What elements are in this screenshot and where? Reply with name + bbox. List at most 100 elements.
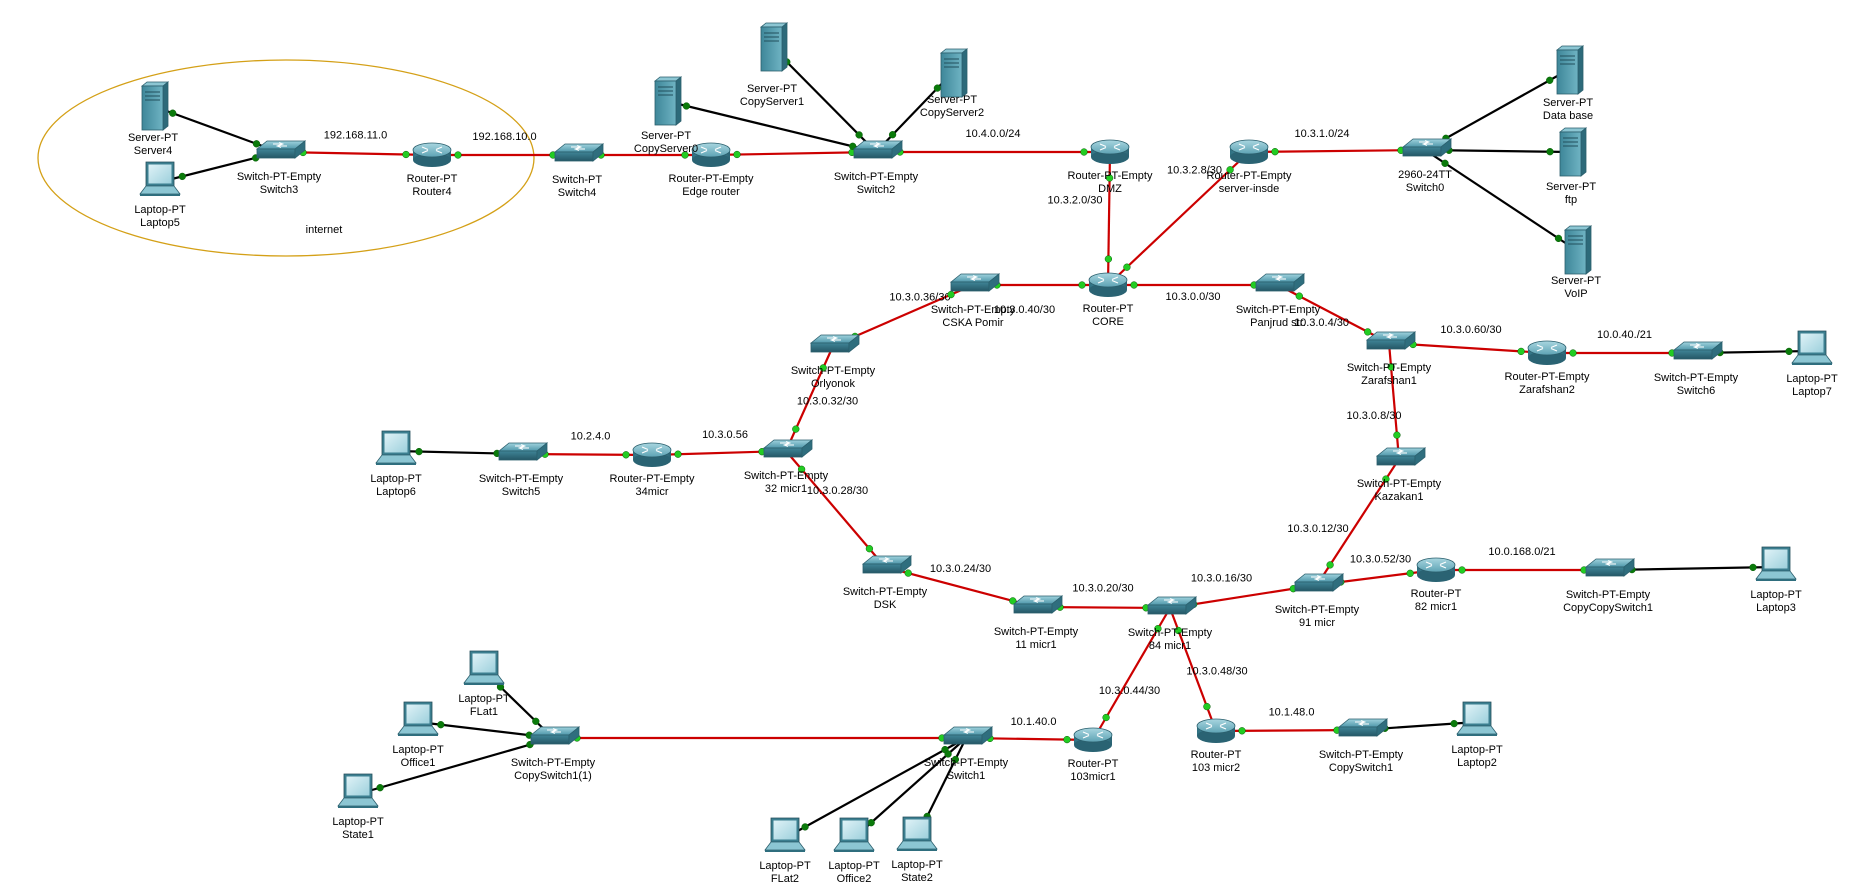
switch-icon[interactable] bbox=[1255, 273, 1305, 292]
server-icon[interactable] bbox=[760, 22, 788, 72]
laptop-icon[interactable] bbox=[463, 650, 505, 686]
laptop-icon[interactable] bbox=[397, 701, 439, 737]
router-icon[interactable] bbox=[1196, 718, 1236, 744]
switch-icon[interactable] bbox=[862, 555, 912, 574]
laptop-icon[interactable] bbox=[833, 817, 875, 853]
link-zaraf1-kazakan[interactable] bbox=[1387, 342, 1401, 460]
laptop-icon[interactable] bbox=[1456, 701, 1498, 737]
router-icon[interactable] bbox=[1090, 139, 1130, 165]
switch-icon[interactable] bbox=[1402, 138, 1452, 157]
server-icon[interactable] bbox=[940, 48, 968, 98]
switch-icon[interactable] bbox=[1147, 596, 1197, 615]
switch-icon[interactable] bbox=[943, 726, 993, 745]
router-icon[interactable] bbox=[1073, 727, 1113, 753]
switch-icon[interactable] bbox=[256, 140, 306, 159]
server-icon[interactable] bbox=[1559, 127, 1587, 177]
link-srvinside-core[interactable] bbox=[1107, 151, 1250, 286]
switch-icon[interactable] bbox=[950, 273, 1000, 292]
link-dmz-core[interactable] bbox=[1106, 151, 1112, 286]
laptop-icon[interactable] bbox=[337, 773, 379, 809]
link-ccs1-laptop3[interactable] bbox=[1607, 565, 1777, 572]
laptop-icon[interactable] bbox=[896, 816, 938, 852]
switch-icon[interactable] bbox=[1338, 718, 1388, 737]
laptop-icon[interactable] bbox=[764, 817, 806, 853]
link-state1-cs11[interactable] bbox=[357, 736, 554, 796]
laptop-icon[interactable] bbox=[1755, 546, 1797, 582]
switch-icon[interactable] bbox=[1294, 573, 1344, 592]
router-icon[interactable] bbox=[632, 442, 672, 468]
laptop-icon[interactable] bbox=[139, 161, 181, 197]
router-icon[interactable] bbox=[1088, 272, 1128, 298]
laptop-icon[interactable] bbox=[1791, 330, 1833, 366]
router-icon[interactable] bbox=[1416, 557, 1456, 583]
server-icon[interactable] bbox=[654, 76, 682, 126]
switch-icon[interactable] bbox=[763, 439, 813, 458]
switch-icon[interactable] bbox=[1376, 447, 1426, 466]
switch-icon[interactable] bbox=[1673, 341, 1723, 360]
switch-icon[interactable] bbox=[1585, 558, 1635, 577]
link-flat2-switch1[interactable] bbox=[784, 737, 967, 839]
switch-icon[interactable] bbox=[1366, 331, 1416, 350]
switch-icon[interactable] bbox=[530, 726, 580, 745]
link-switch0-voip[interactable] bbox=[1424, 149, 1577, 251]
link-cs0-switch2[interactable] bbox=[665, 99, 877, 154]
switch-icon[interactable] bbox=[810, 334, 860, 353]
server-icon[interactable] bbox=[1564, 225, 1592, 275]
server-icon[interactable] bbox=[141, 81, 169, 131]
switch-icon[interactable] bbox=[1013, 595, 1063, 614]
router-icon[interactable] bbox=[1527, 340, 1567, 366]
laptop-icon[interactable] bbox=[375, 430, 417, 466]
switch-icon[interactable] bbox=[853, 140, 903, 159]
server-icon[interactable] bbox=[1556, 45, 1584, 95]
switch-icon[interactable] bbox=[554, 143, 604, 162]
link-orlyonok-s32[interactable] bbox=[784, 345, 835, 452]
router-icon[interactable] bbox=[1229, 139, 1269, 165]
